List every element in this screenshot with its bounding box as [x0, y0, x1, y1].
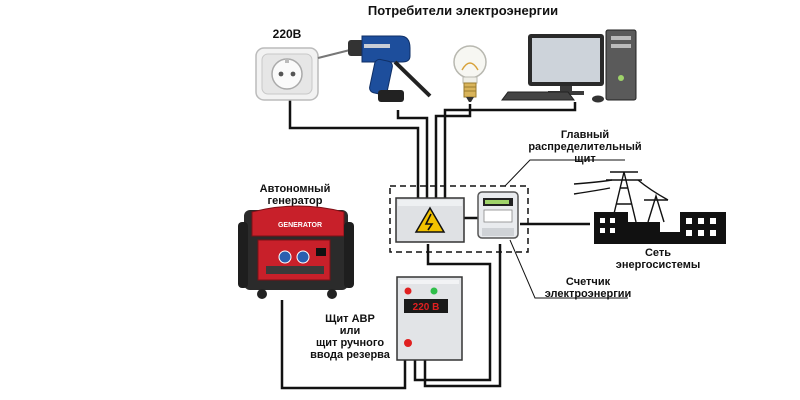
generator-label: Автономный генератор	[260, 183, 331, 207]
power-line-icon	[573, 171, 669, 223]
leader-main-panel	[504, 159, 625, 187]
generator-icon: GENERATOR	[238, 205, 354, 299]
wire-bulb	[434, 104, 472, 198]
main-panel-label: Главный распределительный щит	[528, 129, 641, 165]
socket-icon	[255, 47, 319, 101]
svg-text:энергосистемы: энергосистемы	[616, 259, 700, 271]
wires	[280, 100, 590, 390]
svg-text:электроэнергии: электроэнергии	[545, 288, 632, 300]
svg-text:Сеть: Сеть	[645, 247, 671, 259]
wire-computer	[443, 102, 577, 198]
wire-socket	[288, 100, 420, 198]
svg-text:ввода резерва: ввода резерва	[310, 349, 391, 361]
svg-text:Щит АВР: Щит АВР	[325, 313, 375, 325]
wire-meter-ats	[423, 244, 502, 388]
socket-voltage-label: 220В	[273, 27, 302, 41]
generator-brand-text: GENERATOR	[278, 222, 322, 229]
computer-icon	[501, 29, 637, 103]
diagram-title: Потребители электроэнергии	[368, 3, 558, 18]
main-panel-box	[395, 197, 465, 243]
drill-icon	[317, 35, 432, 102]
wire-gen-ats	[280, 300, 407, 390]
svg-text:или: или	[340, 325, 361, 337]
svg-text:генератор: генератор	[268, 195, 323, 207]
ats-panel-label: Щит АВР или щит ручного ввода резерва	[310, 313, 391, 361]
svg-text:распределительный: распределительный	[528, 141, 641, 153]
svg-text:Автономный: Автономный	[260, 183, 331, 195]
lightbulb-icon	[453, 45, 487, 102]
wire-panel-ats	[413, 244, 492, 382]
leader-lines	[504, 159, 628, 299]
wire-drill	[396, 110, 429, 198]
main-panel-enclosure	[389, 185, 529, 253]
svg-text:щит ручного: щит ручного	[316, 337, 384, 349]
leader-meter	[509, 239, 628, 299]
grid-label: Сеть энергосистемы	[616, 247, 700, 271]
meter-icon	[477, 191, 519, 239]
ats-display-value: 220 В	[413, 302, 440, 313]
svg-text:Главный: Главный	[561, 129, 609, 141]
svg-text:Счетчик: Счетчик	[566, 276, 611, 288]
meter-label: Счетчик электроэнергии	[545, 276, 632, 300]
buildings-icon	[594, 212, 726, 244]
high-voltage-icon	[414, 206, 446, 233]
ats-panel-icon: 220 В	[396, 276, 463, 361]
svg-text:щит: щит	[574, 153, 596, 165]
